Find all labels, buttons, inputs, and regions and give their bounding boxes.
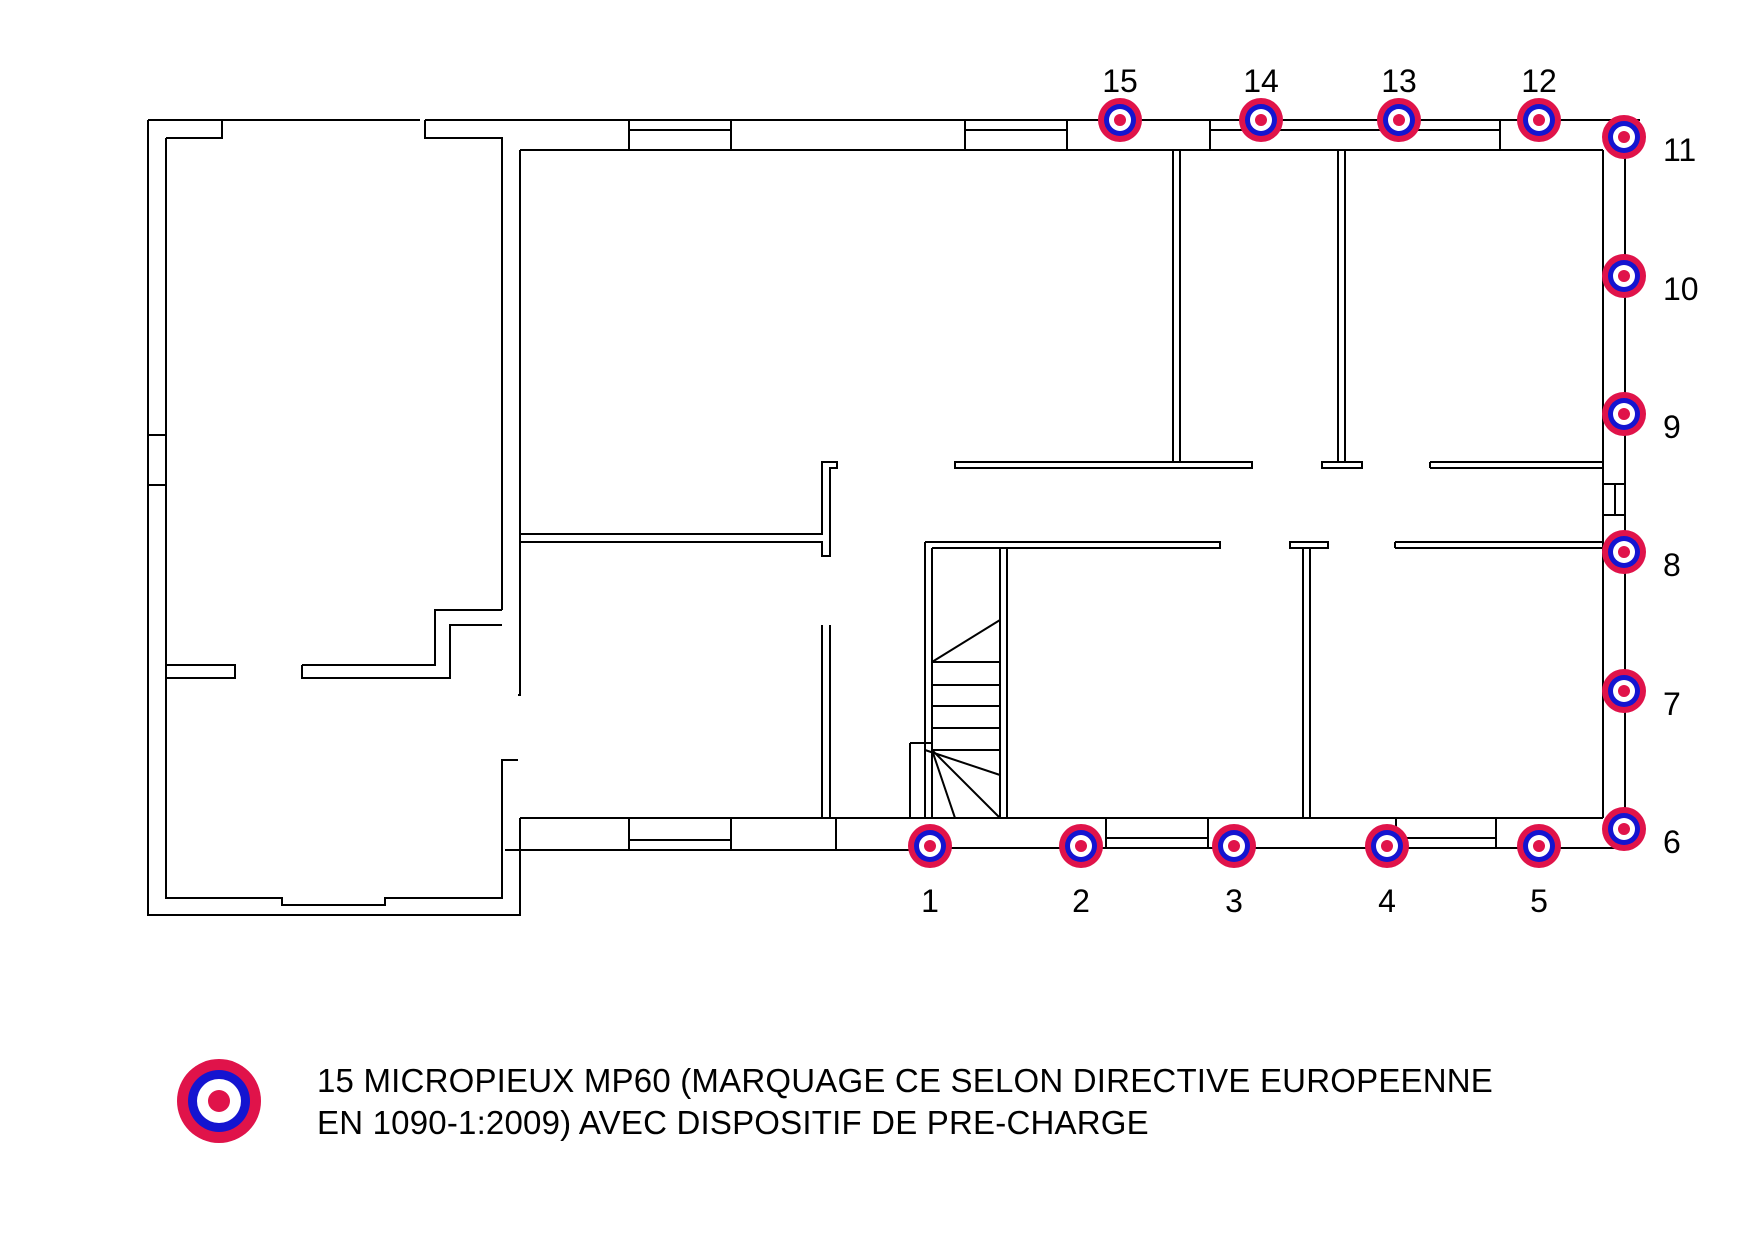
micropile-4	[1365, 824, 1409, 868]
micropile-label: 1	[921, 883, 939, 919]
micropile-11	[1602, 115, 1646, 159]
micropile-13	[1377, 98, 1421, 142]
micropile-label: 15	[1102, 63, 1138, 99]
micropile-12	[1517, 98, 1561, 142]
micropile-3	[1212, 824, 1256, 868]
floor-plan-walls	[147, 119, 1640, 916]
micropile-label: 7	[1663, 686, 1681, 722]
micropile-7	[1602, 669, 1646, 713]
micropile-target-icon	[177, 1059, 261, 1143]
micropile-14	[1239, 98, 1283, 142]
micropile-10	[1602, 254, 1646, 298]
micropile-label: 4	[1378, 883, 1396, 919]
micropile-8	[1602, 530, 1646, 574]
micropile-label: 5	[1530, 883, 1548, 919]
micropile-label: 10	[1663, 271, 1699, 307]
micropile-label: 6	[1663, 824, 1681, 860]
legend-line-1: 15 MICROPIEUX MP60 (MARQUAGE CE SELON DI…	[317, 1062, 1494, 1099]
micropile-label: 8	[1663, 547, 1681, 583]
micropile-9	[1602, 392, 1646, 436]
micropile-2	[1059, 824, 1103, 868]
legend-icon-center	[208, 1090, 230, 1112]
legend-line-2: EN 1090-1:2009) AVEC DISPOSITIF DE PRE-C…	[317, 1104, 1149, 1141]
micropile-label: 14	[1243, 63, 1279, 99]
micropile-6	[1602, 807, 1646, 851]
micropile-label: 3	[1225, 883, 1243, 919]
micropile-label: 11	[1663, 132, 1696, 168]
micropile-5	[1517, 824, 1561, 868]
micropile-1	[908, 824, 952, 868]
micropile-label: 13	[1381, 63, 1417, 99]
micropile-label: 2	[1072, 883, 1090, 919]
micropile-label: 12	[1521, 63, 1557, 99]
micropile-label: 9	[1663, 409, 1681, 445]
micropile-15	[1098, 98, 1142, 142]
